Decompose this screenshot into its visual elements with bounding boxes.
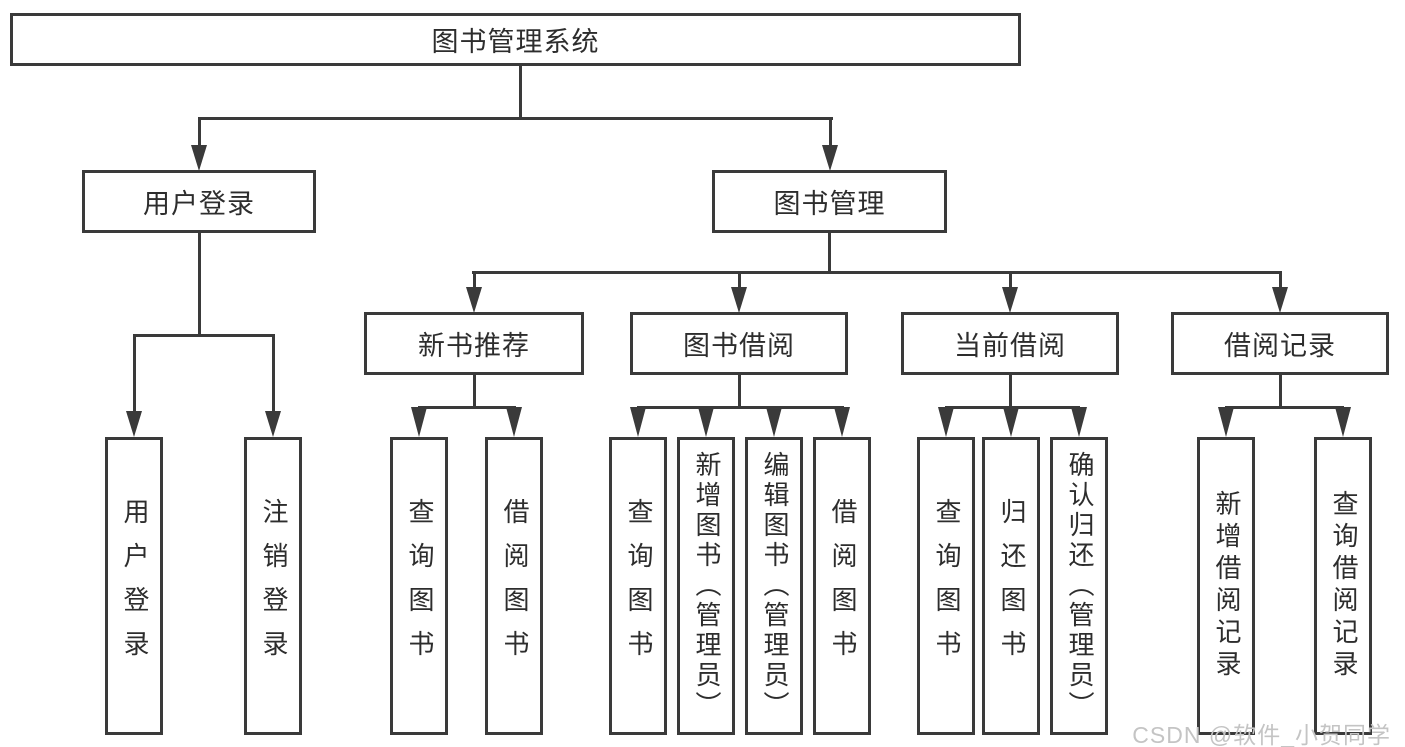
node-user-login: 用户登录 [82, 170, 316, 233]
connector-leaf-stem [1009, 271, 1012, 291]
node-root-label: 图书管理系统 [431, 27, 600, 57]
node-new-book-recommend-label: 新书推荐 [418, 331, 530, 361]
node-book-borrow-label: 图书借阅 [683, 331, 795, 361]
leaf-label: 注销登录 [258, 498, 289, 674]
connector-leaf-stem [738, 271, 741, 291]
leaf-add-books-admin: 新增图书（管理员） [677, 437, 735, 735]
node-borrow-records-label: 借阅记录 [1224, 331, 1336, 361]
connector-user-login-rail [133, 334, 275, 337]
node-book-management-label: 图书管理 [773, 189, 886, 219]
arrow-down-icon [731, 287, 747, 313]
leaf-label: 查询图书 [404, 498, 435, 674]
leaf-label: 编辑图书（管理员） [759, 451, 790, 721]
arrow-down-icon [265, 411, 281, 437]
leaf-label: 查询图书 [623, 498, 654, 674]
arrow-down-icon [1272, 287, 1288, 313]
arrow-down-icon [466, 287, 482, 313]
connector-group-stem [1009, 373, 1012, 408]
arrow-down-icon [698, 407, 714, 437]
node-borrow-records: 借阅记录 [1171, 312, 1389, 375]
arrow-down-icon [411, 407, 427, 437]
node-current-borrow-label: 当前借阅 [954, 331, 1066, 361]
arrow-down-icon [766, 407, 782, 437]
leaf-query-books-borrow: 查询图书 [609, 437, 667, 735]
connector-leaf-stem [1279, 271, 1282, 291]
connector-group-rail [637, 406, 844, 409]
arrow-down-icon [1002, 287, 1018, 313]
leaf-query-books-recommend: 查询图书 [390, 437, 448, 735]
connector-level2-rail [472, 271, 1282, 274]
leaf-confirm-return-admin: 确认归还（管理员） [1050, 437, 1108, 735]
arrow-down-icon [506, 407, 522, 437]
connector-group-stem [738, 373, 741, 408]
node-new-book-recommend: 新书推荐 [364, 312, 584, 375]
leaf-label: 归还图书 [996, 498, 1027, 674]
node-current-borrow: 当前借阅 [901, 312, 1119, 375]
leaf-query-books-current: 查询图书 [917, 437, 975, 735]
leaf-label: 查询借阅记录 [1328, 490, 1359, 682]
connector-book-mgmt-down [828, 231, 831, 273]
connector-group-stem [1279, 373, 1282, 408]
connector-group-stem [473, 373, 476, 408]
node-book-borrow: 图书借阅 [630, 312, 848, 375]
arrow-down-icon [191, 145, 207, 171]
leaf-label: 用户登录 [119, 498, 150, 674]
connector-book-mgmt-stem [829, 117, 832, 148]
connector-group-rail [1225, 406, 1344, 409]
leaf-borrow-books-recommend: 借阅图书 [485, 437, 543, 735]
arrow-down-icon [126, 411, 142, 437]
leaf-label: 确认归还（管理员） [1064, 451, 1095, 721]
leaf-label: 新增借阅记录 [1211, 490, 1242, 682]
leaf-edit-books-admin: 编辑图书（管理员） [745, 437, 803, 735]
arrow-down-icon [822, 145, 838, 171]
leaf-label: 查询图书 [931, 498, 962, 674]
connector-level1-rail [198, 117, 833, 120]
connector-leaf-stem [133, 334, 136, 413]
leaf-query-borrow-record: 查询借阅记录 [1314, 437, 1372, 735]
connector-user-login-stem [198, 117, 201, 148]
connector-leaf-stem [272, 334, 275, 413]
node-user-login-label: 用户登录 [143, 189, 255, 219]
connector-leaf-stem [473, 271, 476, 291]
leaf-logout: 注销登录 [244, 437, 302, 735]
arrow-down-icon [1218, 407, 1234, 437]
node-book-management: 图书管理 [712, 170, 947, 233]
node-root: 图书管理系统 [10, 13, 1021, 66]
arrow-down-icon [630, 407, 646, 437]
leaf-borrow-books: 借阅图书 [813, 437, 871, 735]
arrow-down-icon [1335, 407, 1351, 437]
leaf-label: 借阅图书 [499, 498, 530, 674]
arrow-down-icon [834, 407, 850, 437]
leaf-add-borrow-record: 新增借阅记录 [1197, 437, 1255, 735]
connector-user-login-down [198, 231, 201, 336]
arrow-down-icon [1003, 407, 1019, 437]
arrow-down-icon [1071, 407, 1087, 437]
csdn-watermark: CSDN @软件_小贺同学 [1132, 722, 1391, 747]
leaf-label: 借阅图书 [827, 498, 858, 674]
leaf-return-books: 归还图书 [982, 437, 1040, 735]
connector-root-stem [519, 64, 522, 119]
leaf-user-login: 用户登录 [105, 437, 163, 735]
connector-group-rail [418, 406, 516, 409]
leaf-label: 新增图书（管理员） [691, 451, 722, 721]
arrow-down-icon [938, 407, 954, 437]
